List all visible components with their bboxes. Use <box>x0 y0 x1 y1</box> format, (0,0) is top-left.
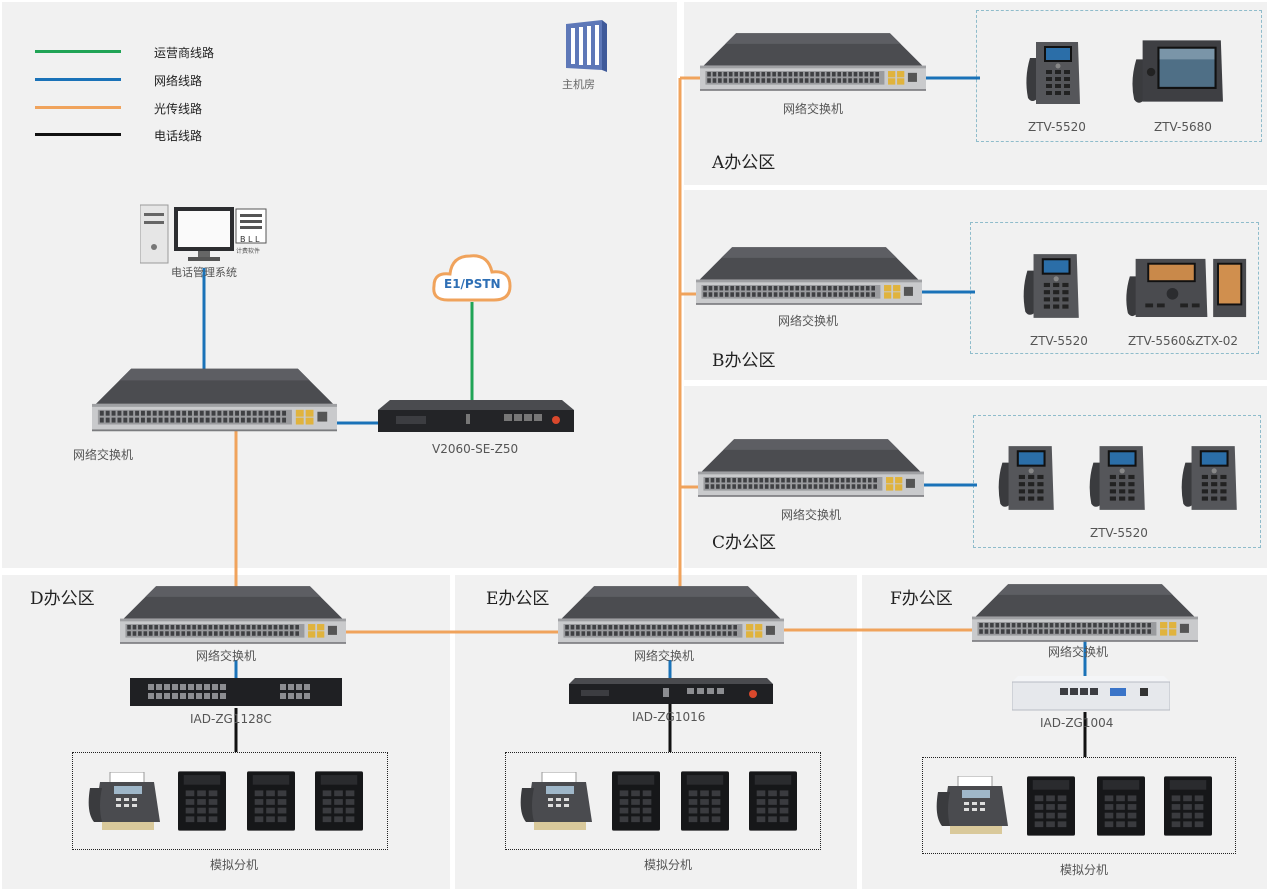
zone-f-analog-phone-3-icon <box>1164 775 1212 837</box>
zone-e-fax-icon <box>518 772 594 834</box>
zone-f-switch-label: 网络交换机 <box>1048 645 1109 659</box>
zone-e-analog-phone-2-icon <box>681 770 729 832</box>
zone-e-analog-group <box>505 752 821 850</box>
zone-d-switch-icon <box>120 585 346 645</box>
server-room-icon <box>566 20 607 72</box>
zone-c-phone-label: ZTV-5520 <box>1090 526 1148 540</box>
zone-a-phone-2-label: ZTV-5680 <box>1154 120 1212 134</box>
voice-gateway-label: V2060-SE-Z50 <box>432 442 519 456</box>
zone-f-iad-label: IAD-ZG1004 <box>1040 716 1114 730</box>
zone-b-phone-exec-icon <box>1124 252 1250 322</box>
zone-f-analog-phone-2-icon <box>1097 775 1145 837</box>
zone-a-phone-ztv5520-icon <box>1012 38 1092 108</box>
legend-label-carrier: 运营商线路 <box>154 46 215 60</box>
zone-c-phone-3-icon <box>1168 442 1248 514</box>
zone-c-phone-1-icon <box>985 442 1065 514</box>
management-screen-text: B L L <box>240 235 260 244</box>
legend-line-carrier <box>35 50 121 53</box>
zone-b-phone-2-label: ZTV-5560&ZTX-02 <box>1128 334 1239 348</box>
zone-d-fax-icon <box>86 772 162 834</box>
zone-e-title: E办公区 <box>486 589 550 609</box>
legend-line-fiber <box>35 106 121 109</box>
legend-line-phone <box>35 133 121 136</box>
zone-f-switch-icon <box>972 583 1198 643</box>
zone-d-switch-label: 网络交换机 <box>196 649 257 663</box>
server-room-label: 主机房 <box>562 78 595 91</box>
legend-label-fiber: 光传线路 <box>154 102 203 116</box>
legend-label-phone: 电话线路 <box>154 129 203 143</box>
voice-gateway-icon <box>378 400 574 432</box>
zone-a-phone-ztv5680-icon <box>1125 34 1230 108</box>
zone-f-analog-phone-1-icon <box>1027 775 1075 837</box>
zone-c-phone-group <box>973 415 1261 548</box>
zone-e-analog-phone-1-icon <box>612 770 660 832</box>
zone-b-phone-group <box>970 222 1259 354</box>
zone-f-title: F办公区 <box>890 589 953 609</box>
management-label: 电话管理系统 <box>171 266 237 279</box>
zone-e-iad-icon <box>569 678 773 704</box>
zone-d-title: D办公区 <box>30 589 95 609</box>
zone-f-fax-icon <box>934 776 1010 838</box>
zone-d-iad-icon <box>130 678 342 706</box>
zone-e-analog-label: 模拟分机 <box>644 858 693 872</box>
pstn-cloud-label: E1/PSTN <box>444 277 501 291</box>
zone-e-switch-icon <box>558 585 784 645</box>
zone-d-iad-label: IAD-ZG1128C <box>190 712 272 726</box>
management-pc-icon <box>140 204 267 264</box>
zone-c-phone-2-icon <box>1076 442 1156 514</box>
legend-line-network <box>35 78 121 81</box>
zone-c-title: C办公区 <box>712 533 777 553</box>
management-software-text: 计费软件 <box>236 248 261 255</box>
zone-b-title: B办公区 <box>712 351 776 371</box>
zone-c-switch-label: 网络交换机 <box>781 508 842 522</box>
zone-a-phone-group <box>976 10 1262 142</box>
zone-f-analog-group <box>922 757 1236 854</box>
zone-c-switch-icon <box>698 438 924 498</box>
zone-f-analog-label: 模拟分机 <box>1060 863 1109 877</box>
core-switch-label: 网络交换机 <box>73 448 134 462</box>
zone-d-analog-phone-1-icon <box>178 770 226 832</box>
server-room-panel <box>2 2 677 568</box>
zone-a-phone-1-label: ZTV-5520 <box>1028 120 1086 134</box>
core-switch-icon <box>92 368 337 432</box>
zone-d-analog-phone-2-icon <box>247 770 295 832</box>
zone-a-switch-label: 网络交换机 <box>783 102 844 116</box>
zone-b-phone-1-label: ZTV-5520 <box>1030 334 1088 348</box>
zone-b-switch-icon <box>696 246 922 306</box>
zone-a-switch-icon <box>700 32 926 92</box>
zone-e-switch-label: 网络交换机 <box>634 649 695 663</box>
zone-f-iad-icon <box>1012 676 1170 711</box>
zone-d-analog-group <box>72 752 388 850</box>
zone-e-analog-phone-3-icon <box>749 770 797 832</box>
legend-label-network: 网络线路 <box>154 74 203 88</box>
zone-a-title: A办公区 <box>712 153 776 173</box>
zone-b-switch-label: 网络交换机 <box>778 314 839 328</box>
zone-b-phone-ztv5520-icon <box>1010 250 1090 322</box>
zone-d-analog-phone-3-icon <box>315 770 363 832</box>
zone-d-analog-label: 模拟分机 <box>210 858 259 872</box>
zone-e-iad-label: IAD-ZG1016 <box>632 710 706 724</box>
pstn-cloud-icon <box>432 254 512 302</box>
